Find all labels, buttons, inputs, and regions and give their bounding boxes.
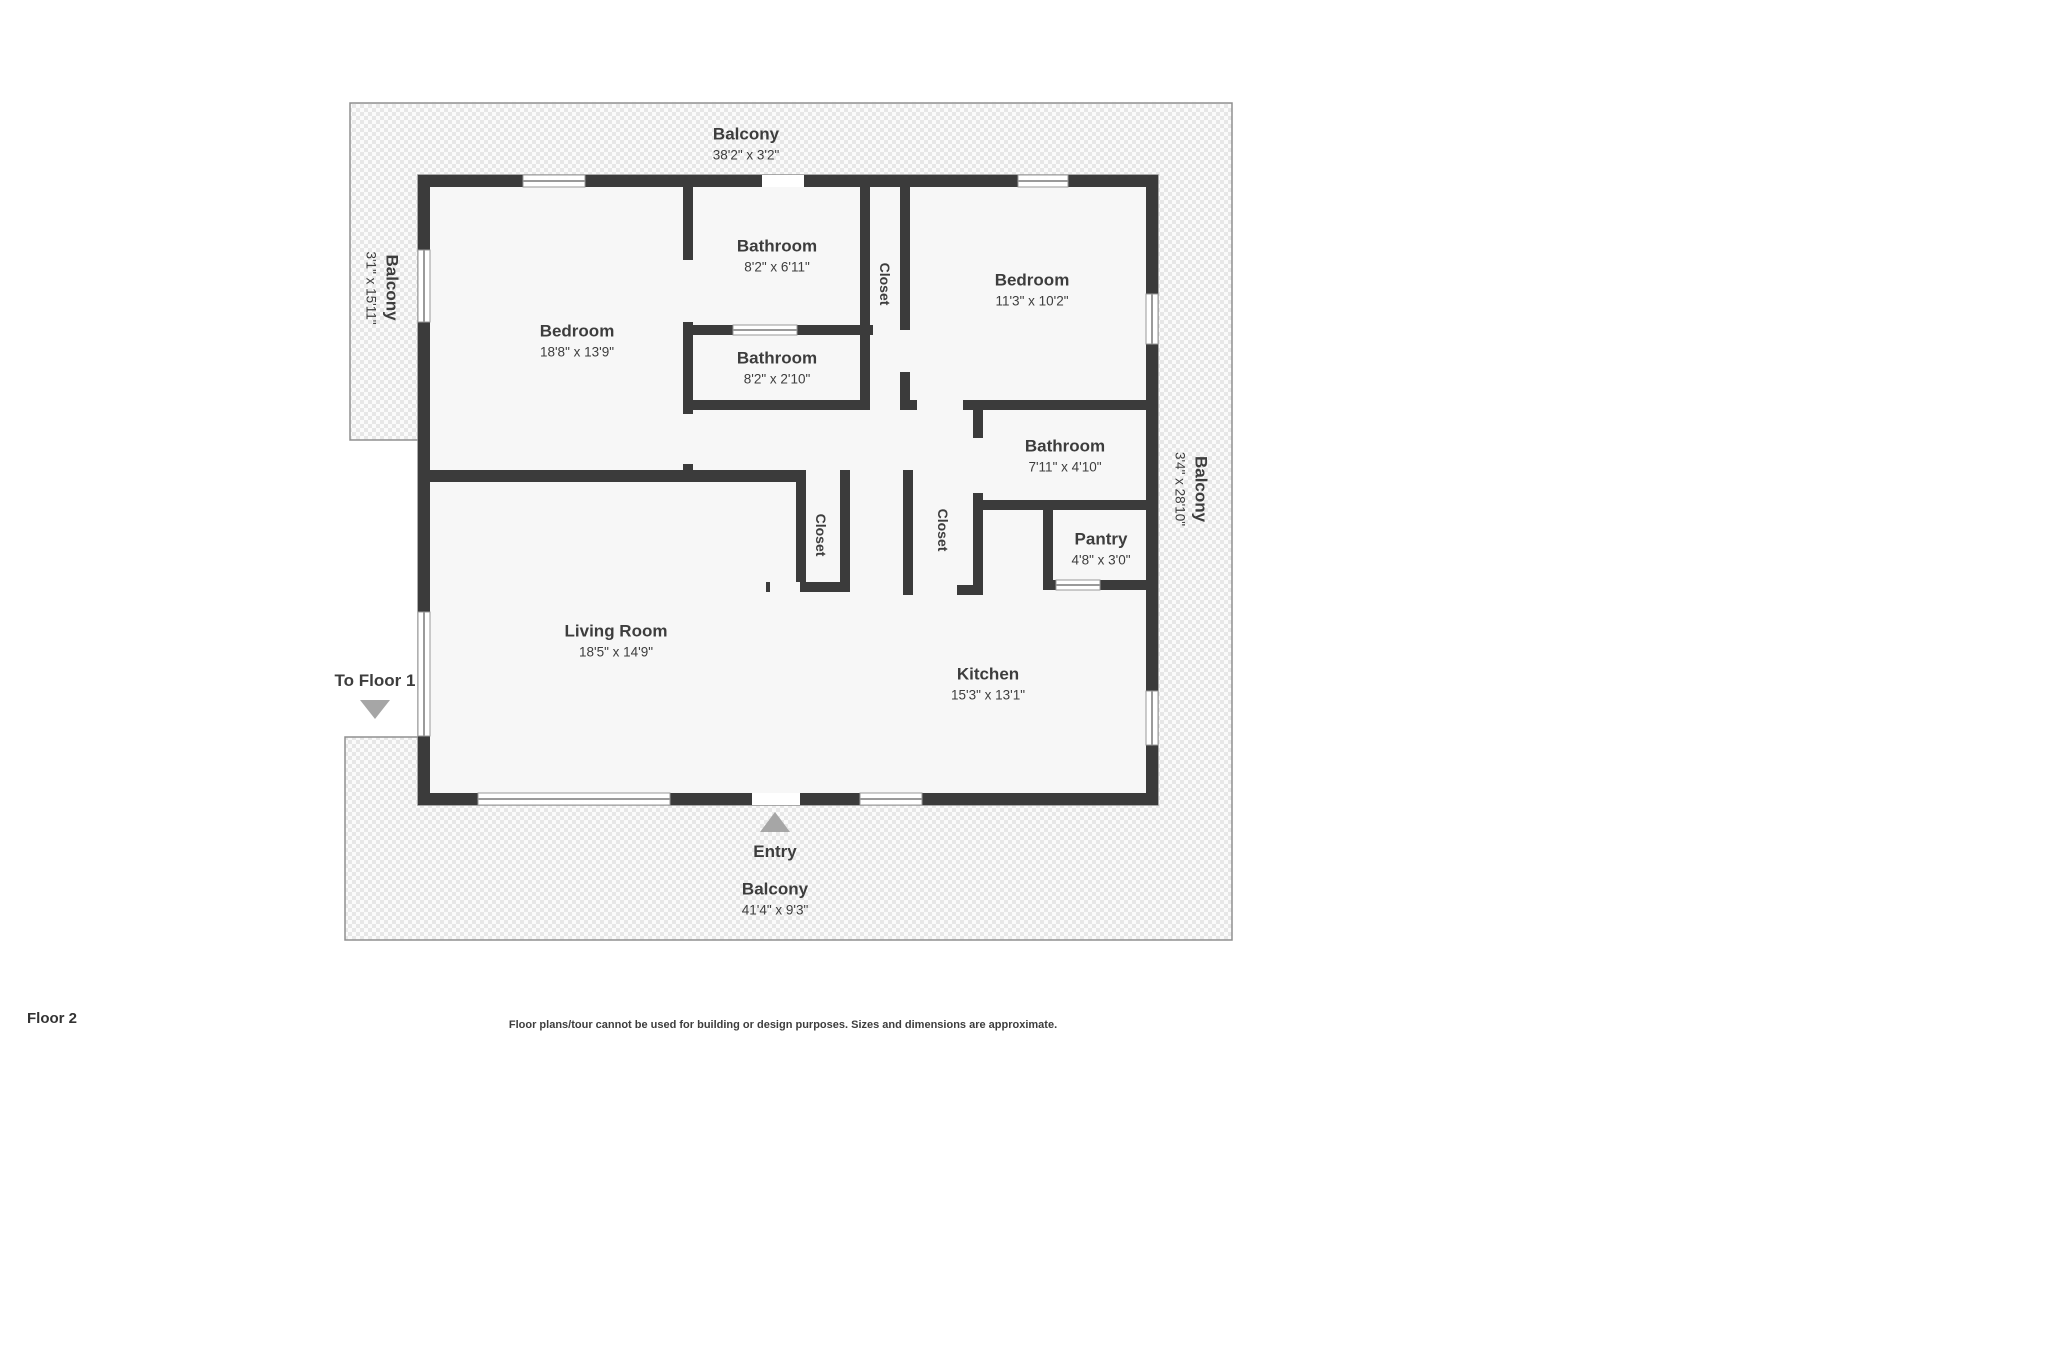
- balcony-bottom-label: Balcony 41'4" x 9'3": [742, 878, 809, 921]
- bathroom-1-dims: 8'2" x 6'11": [744, 259, 810, 275]
- entry-label: Entry: [753, 842, 797, 861]
- to-floor-1-arrow-icon[interactable]: [360, 700, 390, 719]
- window-markers: [417, 174, 1159, 806]
- balcony-bottom-name: Balcony: [741, 879, 809, 899]
- balcony-right-label: Balcony 3'4" x 28'10": [1170, 452, 1213, 526]
- bathroom-3-name: Bathroom: [1024, 436, 1106, 456]
- bedroom-2-dims: 11'3" x 10'2": [995, 293, 1069, 309]
- bedroom-1-dims: 18'8" x 13'9": [539, 344, 615, 360]
- balcony-top-dims: 38'2" x 3'2": [712, 147, 780, 163]
- balcony-left-dims: 3'1" x 15'11": [363, 251, 379, 325]
- kitchen-dims: 15'3" x 13'1": [950, 687, 1026, 703]
- kitchen-name: Kitchen: [956, 664, 1020, 684]
- closet-hall-left-label: Closet: [813, 513, 829, 557]
- bathroom-3-dims: 7'11" x 4'10": [1028, 459, 1102, 475]
- door-openings: [683, 175, 983, 805]
- bedroom-1-label: Bedroom 18'8" x 13'9": [540, 320, 615, 363]
- balcony-top-name: Balcony: [712, 124, 780, 144]
- bathroom-3-label: Bathroom 7'11" x 4'10": [1025, 435, 1105, 478]
- balcony-bottom-dims: 41'4" x 9'3": [741, 902, 809, 918]
- floor-tag: Floor 2: [27, 1010, 78, 1027]
- closet-hall-center-label: Closet: [935, 508, 951, 552]
- pantry-label: Pantry 4'8" x 3'0": [1071, 528, 1130, 571]
- bathroom-2-name: Bathroom: [736, 348, 818, 368]
- entry-arrow-icon: [760, 812, 790, 832]
- bedroom-1-name: Bedroom: [539, 321, 615, 341]
- bathroom-1-name: Bathroom: [736, 236, 818, 256]
- balcony-left-label: Balcony 3'1" x 15'11": [361, 251, 404, 324]
- balcony-right-name: Balcony: [1191, 455, 1211, 523]
- kitchen-label: Kitchen 15'3" x 13'1": [951, 663, 1025, 706]
- balcony-left-name: Balcony: [382, 254, 402, 322]
- living-room-name: Living Room: [564, 621, 668, 641]
- disclaimer-text: Floor plans/tour cannot be used for buil…: [508, 1019, 1058, 1031]
- closet-top-label: Closet: [877, 262, 893, 306]
- bathroom-2-label: Bathroom 8'2" x 2'10": [737, 347, 817, 390]
- to-floor-1-nav[interactable]: To Floor 1: [334, 671, 416, 690]
- pantry-dims: 4'8" x 3'0": [1071, 552, 1131, 568]
- bedroom-2-name: Bedroom: [994, 270, 1070, 290]
- bedroom-2-label: Bedroom 11'3" x 10'2": [995, 269, 1070, 312]
- bathroom-2-dims: 8'2" x 2'10": [743, 371, 811, 387]
- unit-floor: [418, 175, 1158, 805]
- balcony-top-label: Balcony 38'2" x 3'2": [713, 123, 780, 166]
- living-room-label: Living Room 18'5" x 14'9": [565, 620, 668, 663]
- bathroom-1-label: Bathroom 8'2" x 6'11": [737, 235, 817, 278]
- pantry-name: Pantry: [1074, 529, 1128, 549]
- living-room-dims: 18'5" x 14'9": [578, 644, 654, 660]
- balcony-right-dims: 3'4" x 28'10": [1172, 451, 1188, 527]
